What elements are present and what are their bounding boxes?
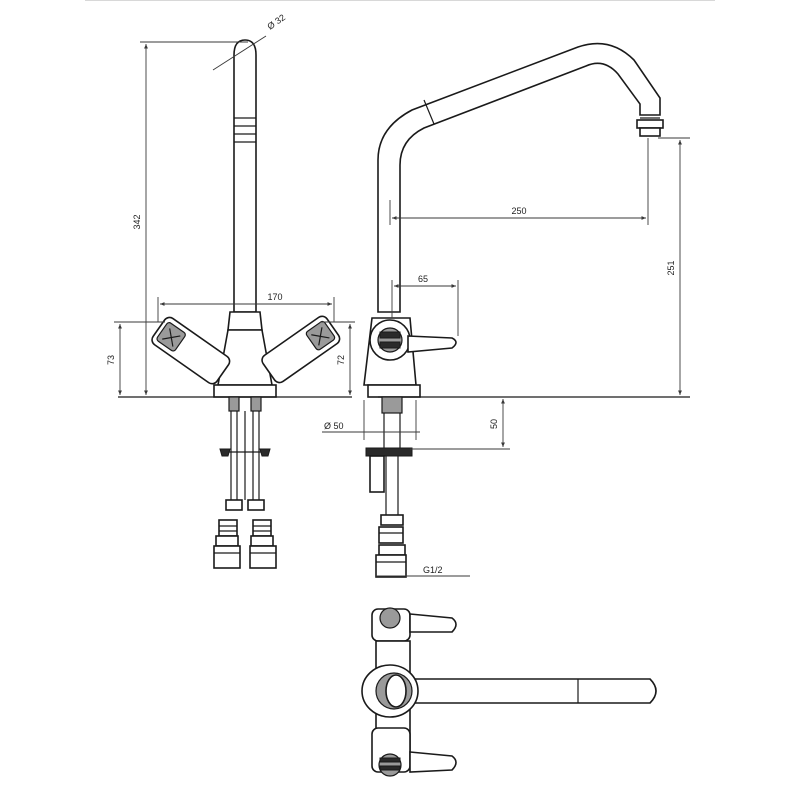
top-spout-tube xyxy=(394,678,657,704)
side-spout-tube xyxy=(377,42,661,313)
label-height-left-body: 73 xyxy=(106,355,116,365)
front-view xyxy=(114,35,355,569)
front-hose-end-right xyxy=(247,499,277,569)
front-collar xyxy=(227,311,263,331)
front-base-plate xyxy=(213,384,277,398)
label-diameter-base: Ø 50 xyxy=(324,421,344,431)
label-height-spout-outlet: 251 xyxy=(666,260,676,275)
front-left-valve xyxy=(151,316,231,385)
side-view xyxy=(322,42,690,578)
label-spacing-handles: 170 xyxy=(267,292,282,302)
top-upper-lever xyxy=(409,613,457,633)
front-spout-tube xyxy=(233,39,257,313)
front-hose-end-left xyxy=(213,499,243,569)
label-height-right-body: 72 xyxy=(336,355,346,365)
front-right-valve xyxy=(261,315,341,384)
side-aerator xyxy=(636,119,664,129)
label-shank-length: 50 xyxy=(489,419,499,429)
side-lever xyxy=(407,335,457,353)
side-hose-end xyxy=(375,514,407,578)
top-view xyxy=(361,607,657,777)
top-lower-lever xyxy=(409,751,457,773)
label-diameter-spout: Ø 32 xyxy=(265,12,287,31)
label-thread: G1/2 xyxy=(423,565,443,575)
label-height-total: 342 xyxy=(132,214,142,229)
label-handle-offset: 65 xyxy=(418,274,428,284)
label-reach: 250 xyxy=(511,206,526,216)
